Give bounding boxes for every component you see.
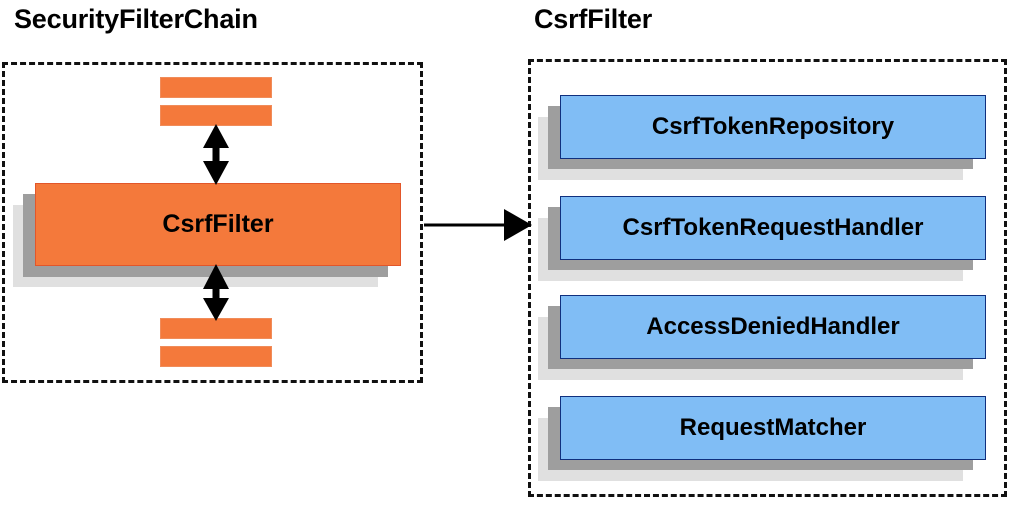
collaborator-box-csrf-token-repository[interactable]: CsrfTokenRepository [560,95,986,159]
arrow-chain-to-detail-icon [424,209,532,241]
filter-bar-below-2 [160,346,272,367]
csrf-filter-container [528,59,1007,497]
page-title-csrf-filter: CsrfFilter [534,4,653,34]
collaborator-box-csrf-token-request-handler[interactable]: CsrfTokenRequestHandler [560,196,986,260]
collaborator-box-access-denied-handler[interactable]: AccessDeniedHandler [560,295,986,359]
collaborator-box-request-matcher[interactable]: RequestMatcher [560,396,986,460]
page-title-security-filter-chain: SecurityFilterChain [14,4,258,34]
collaborator-label: AccessDeniedHandler [646,313,900,340]
collaborator-label: RequestMatcher [679,414,867,441]
filter-bar-below-1 [160,318,272,339]
csrf-filter-box[interactable]: CsrfFilter [35,183,401,266]
collaborator-label: CsrfTokenRepository [651,113,895,140]
security-filter-chain-container [2,62,423,383]
csrf-filter-box-label: CsrfFilter [162,210,274,238]
collaborator-label: CsrfTokenRequestHandler [622,214,924,241]
filter-bar-above-1 [160,77,272,98]
filter-bar-above-2 [160,105,272,126]
